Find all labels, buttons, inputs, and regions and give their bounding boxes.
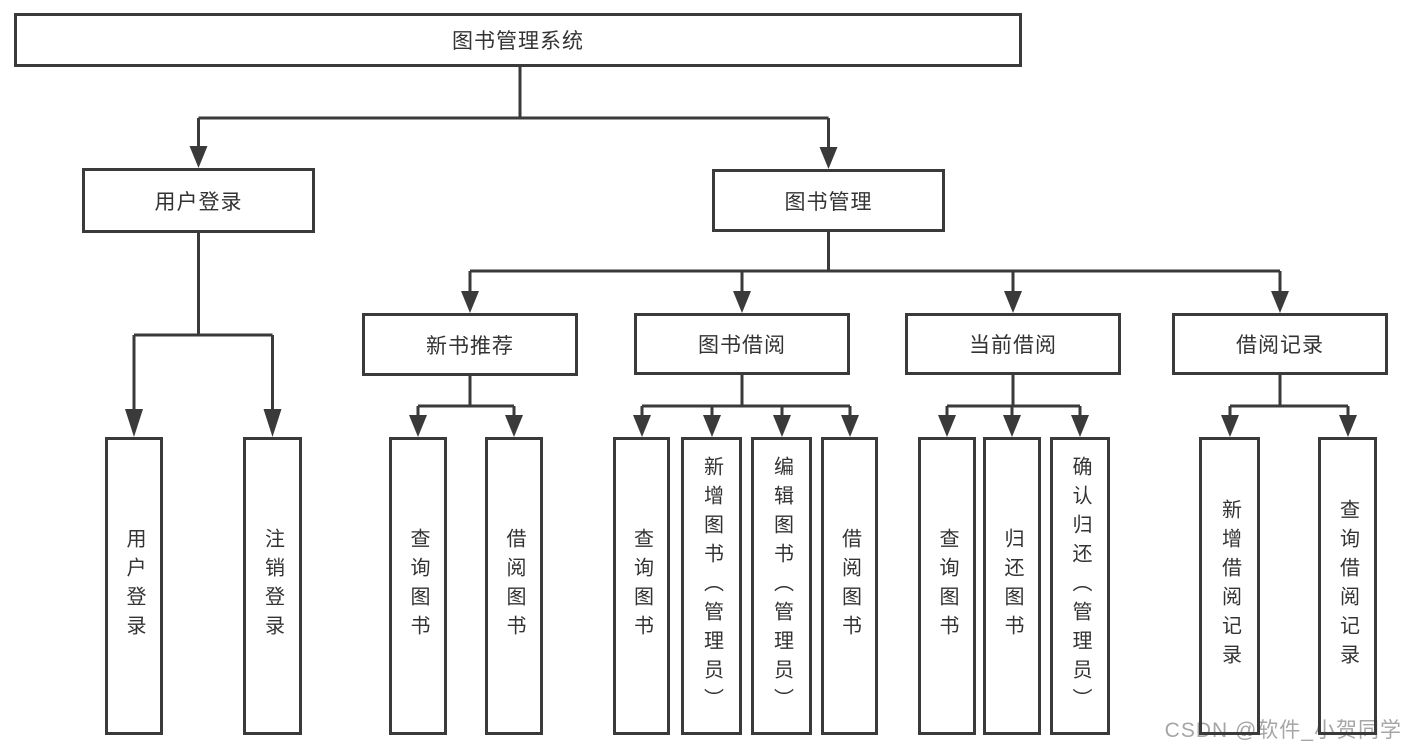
- arrow-heads: [125, 146, 1357, 437]
- node-label: 图书管理系统: [452, 30, 584, 53]
- node-borrow-records: 借阅记录: [1172, 313, 1388, 375]
- watermark-text: CSDN @软件_小贺同学: [1164, 719, 1402, 742]
- node-book-management: 图书管理: [712, 169, 945, 232]
- node-label: 当前借阅: [969, 334, 1057, 357]
- node-label: 借阅图书: [503, 528, 525, 644]
- node-label: 用户登录: [123, 528, 145, 644]
- leaf-cb-return-books: 归还图书: [983, 437, 1041, 735]
- node-label: 确认归还（管理员）: [1069, 455, 1091, 717]
- node-label: 图书借阅: [698, 334, 786, 357]
- node-label: 新书推荐: [426, 334, 514, 358]
- node-label: 归还图书: [1001, 528, 1023, 644]
- leaf-cb-query-books: 查询图书: [918, 437, 976, 735]
- node-label: 编辑图书（管理员）: [770, 455, 793, 717]
- leaf-bb-borrow-books: 借阅图书: [821, 437, 878, 735]
- node-label: 新增借阅记录: [1218, 499, 1241, 673]
- leaf-cb-confirm-return-admin: 确认归还（管理员）: [1050, 437, 1110, 735]
- leaf-br-add-record: 新增借阅记录: [1199, 437, 1260, 735]
- node-new-book-recommend: 新书推荐: [362, 313, 578, 376]
- node-label: 查询图书: [630, 528, 653, 644]
- leaf-bb-edit-books-admin: 编辑图书（管理员）: [751, 437, 812, 735]
- node-label: 注销登录: [261, 528, 284, 644]
- node-label: 查询图书: [936, 528, 958, 644]
- leaf-nbr-query-books: 查询图书: [389, 437, 447, 735]
- leaf-bb-add-books-admin: 新增图书（管理员）: [681, 437, 742, 735]
- node-label: 查询图书: [407, 528, 429, 644]
- node-user-login: 用户登录: [82, 168, 315, 233]
- node-label: 查询借阅记录: [1336, 499, 1359, 673]
- node-label: 新增图书（管理员）: [700, 455, 723, 717]
- leaf-bb-query-books: 查询图书: [613, 437, 670, 735]
- node-current-borrow: 当前借阅: [905, 313, 1121, 375]
- leaf-logout-login: 注销登录: [243, 437, 302, 735]
- connector-trunk-lines: [134, 67, 1348, 408]
- node-book-borrow: 图书借阅: [634, 313, 850, 375]
- node-label: 图书管理: [784, 190, 873, 214]
- leaf-br-query-record: 查询借阅记录: [1318, 437, 1377, 735]
- node-label: 借阅记录: [1236, 334, 1324, 357]
- leaf-nbr-borrow-books: 借阅图书: [485, 437, 543, 735]
- arrow-shafts: [132, 118, 1350, 417]
- node-library-management-system: 图书管理系统: [14, 13, 1022, 67]
- node-label: 用户登录: [154, 190, 243, 214]
- leaf-user-login: 用户登录: [105, 437, 163, 735]
- node-label: 借阅图书: [838, 528, 861, 644]
